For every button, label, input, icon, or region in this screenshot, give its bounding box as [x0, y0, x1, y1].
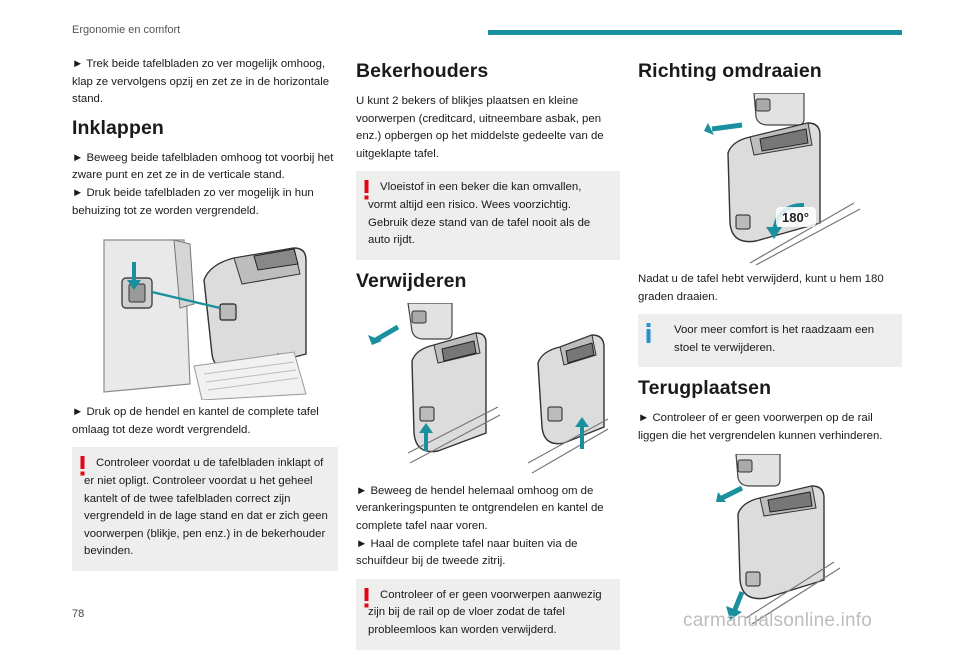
warning-box-fold: Controleer voordat u de tafelbladen inkl… — [72, 447, 338, 571]
table-rotate-illustration: 180° — [704, 93, 861, 265]
warning-icon — [80, 456, 85, 476]
warning-text-fold: Controleer voordat u de tafelbladen inkl… — [84, 457, 328, 558]
instruction-lever-up: ► Beweeg de hendel helemaal omhoog om de… — [356, 484, 604, 532]
column-3: Richting omdraaien 180° Nadat u de tafel… — [638, 56, 902, 624]
column-2: Bekerhouders U kunt 2 bekers of blikjes … — [356, 56, 620, 660]
section-title: Ergonomie en comfort — [72, 24, 181, 36]
column-1: ► Trek beide tafelbladen zo ver mogelijk… — [72, 56, 338, 581]
heading-inklappen: Inklappen — [72, 116, 164, 139]
instruction-fold-out: ► Trek beide tafelbladen zo ver mogelijk… — [72, 58, 330, 106]
info-icon — [646, 323, 651, 344]
table-removal-illustration — [368, 302, 608, 474]
instruction-tilt-table: ► Druk op de hendel en kantel de complet… — [72, 406, 319, 436]
info-text-seat: Voor meer comfort is het raadzaam een st… — [674, 324, 875, 354]
watermark: carmanualsonline.info — [683, 610, 873, 631]
header-accent-bar — [488, 30, 902, 35]
text-rotate: Nadat u de tafel hebt verwijderd, kunt u… — [638, 273, 884, 303]
warning-icon — [364, 180, 369, 200]
page-number: 78 — [72, 608, 85, 620]
instruction-press-tops: ► Druk beide tafelbladen zo ver mogelijk… — [72, 186, 314, 217]
heading-richting-omdraaien: Richting omdraaien — [638, 60, 822, 82]
warning-box-rail: Controleer of er geen voorwerpen aanwezi… — [356, 578, 620, 650]
table-fold-illustration — [94, 234, 314, 401]
table-reinstall-illustration — [716, 453, 841, 624]
warning-icon — [364, 587, 369, 608]
warning-text-rail: Controleer of er geen voorwerpen aanwezi… — [368, 588, 602, 636]
text-bekerhouders: U kunt 2 bekers of blikjes plaatsen en k… — [356, 95, 604, 160]
info-box-seat: Voor meer comfort is het raadzaam een st… — [638, 314, 902, 368]
heading-verwijderen: Verwijderen — [356, 269, 467, 292]
instruction-raise-tops: ► Beweeg beide tafelbladen omhoog tot vo… — [72, 151, 334, 182]
heading-terugplaatsen: Terugplaatsen — [638, 377, 772, 400]
instruction-remove-table: ► Haal de complete tafel naar buiten via… — [356, 537, 578, 568]
warning-text-cups: Vloeistof in een beker die kan omvallen,… — [368, 181, 591, 247]
heading-bekerhouders: Bekerhouders — [356, 60, 489, 82]
rotation-label: 180° — [782, 210, 809, 225]
warning-box-cups: Vloeistof in een beker die kan omvallen,… — [356, 171, 620, 260]
instruction-check-rail: ► Controleer of er geen voorwerpen op de… — [638, 412, 883, 442]
